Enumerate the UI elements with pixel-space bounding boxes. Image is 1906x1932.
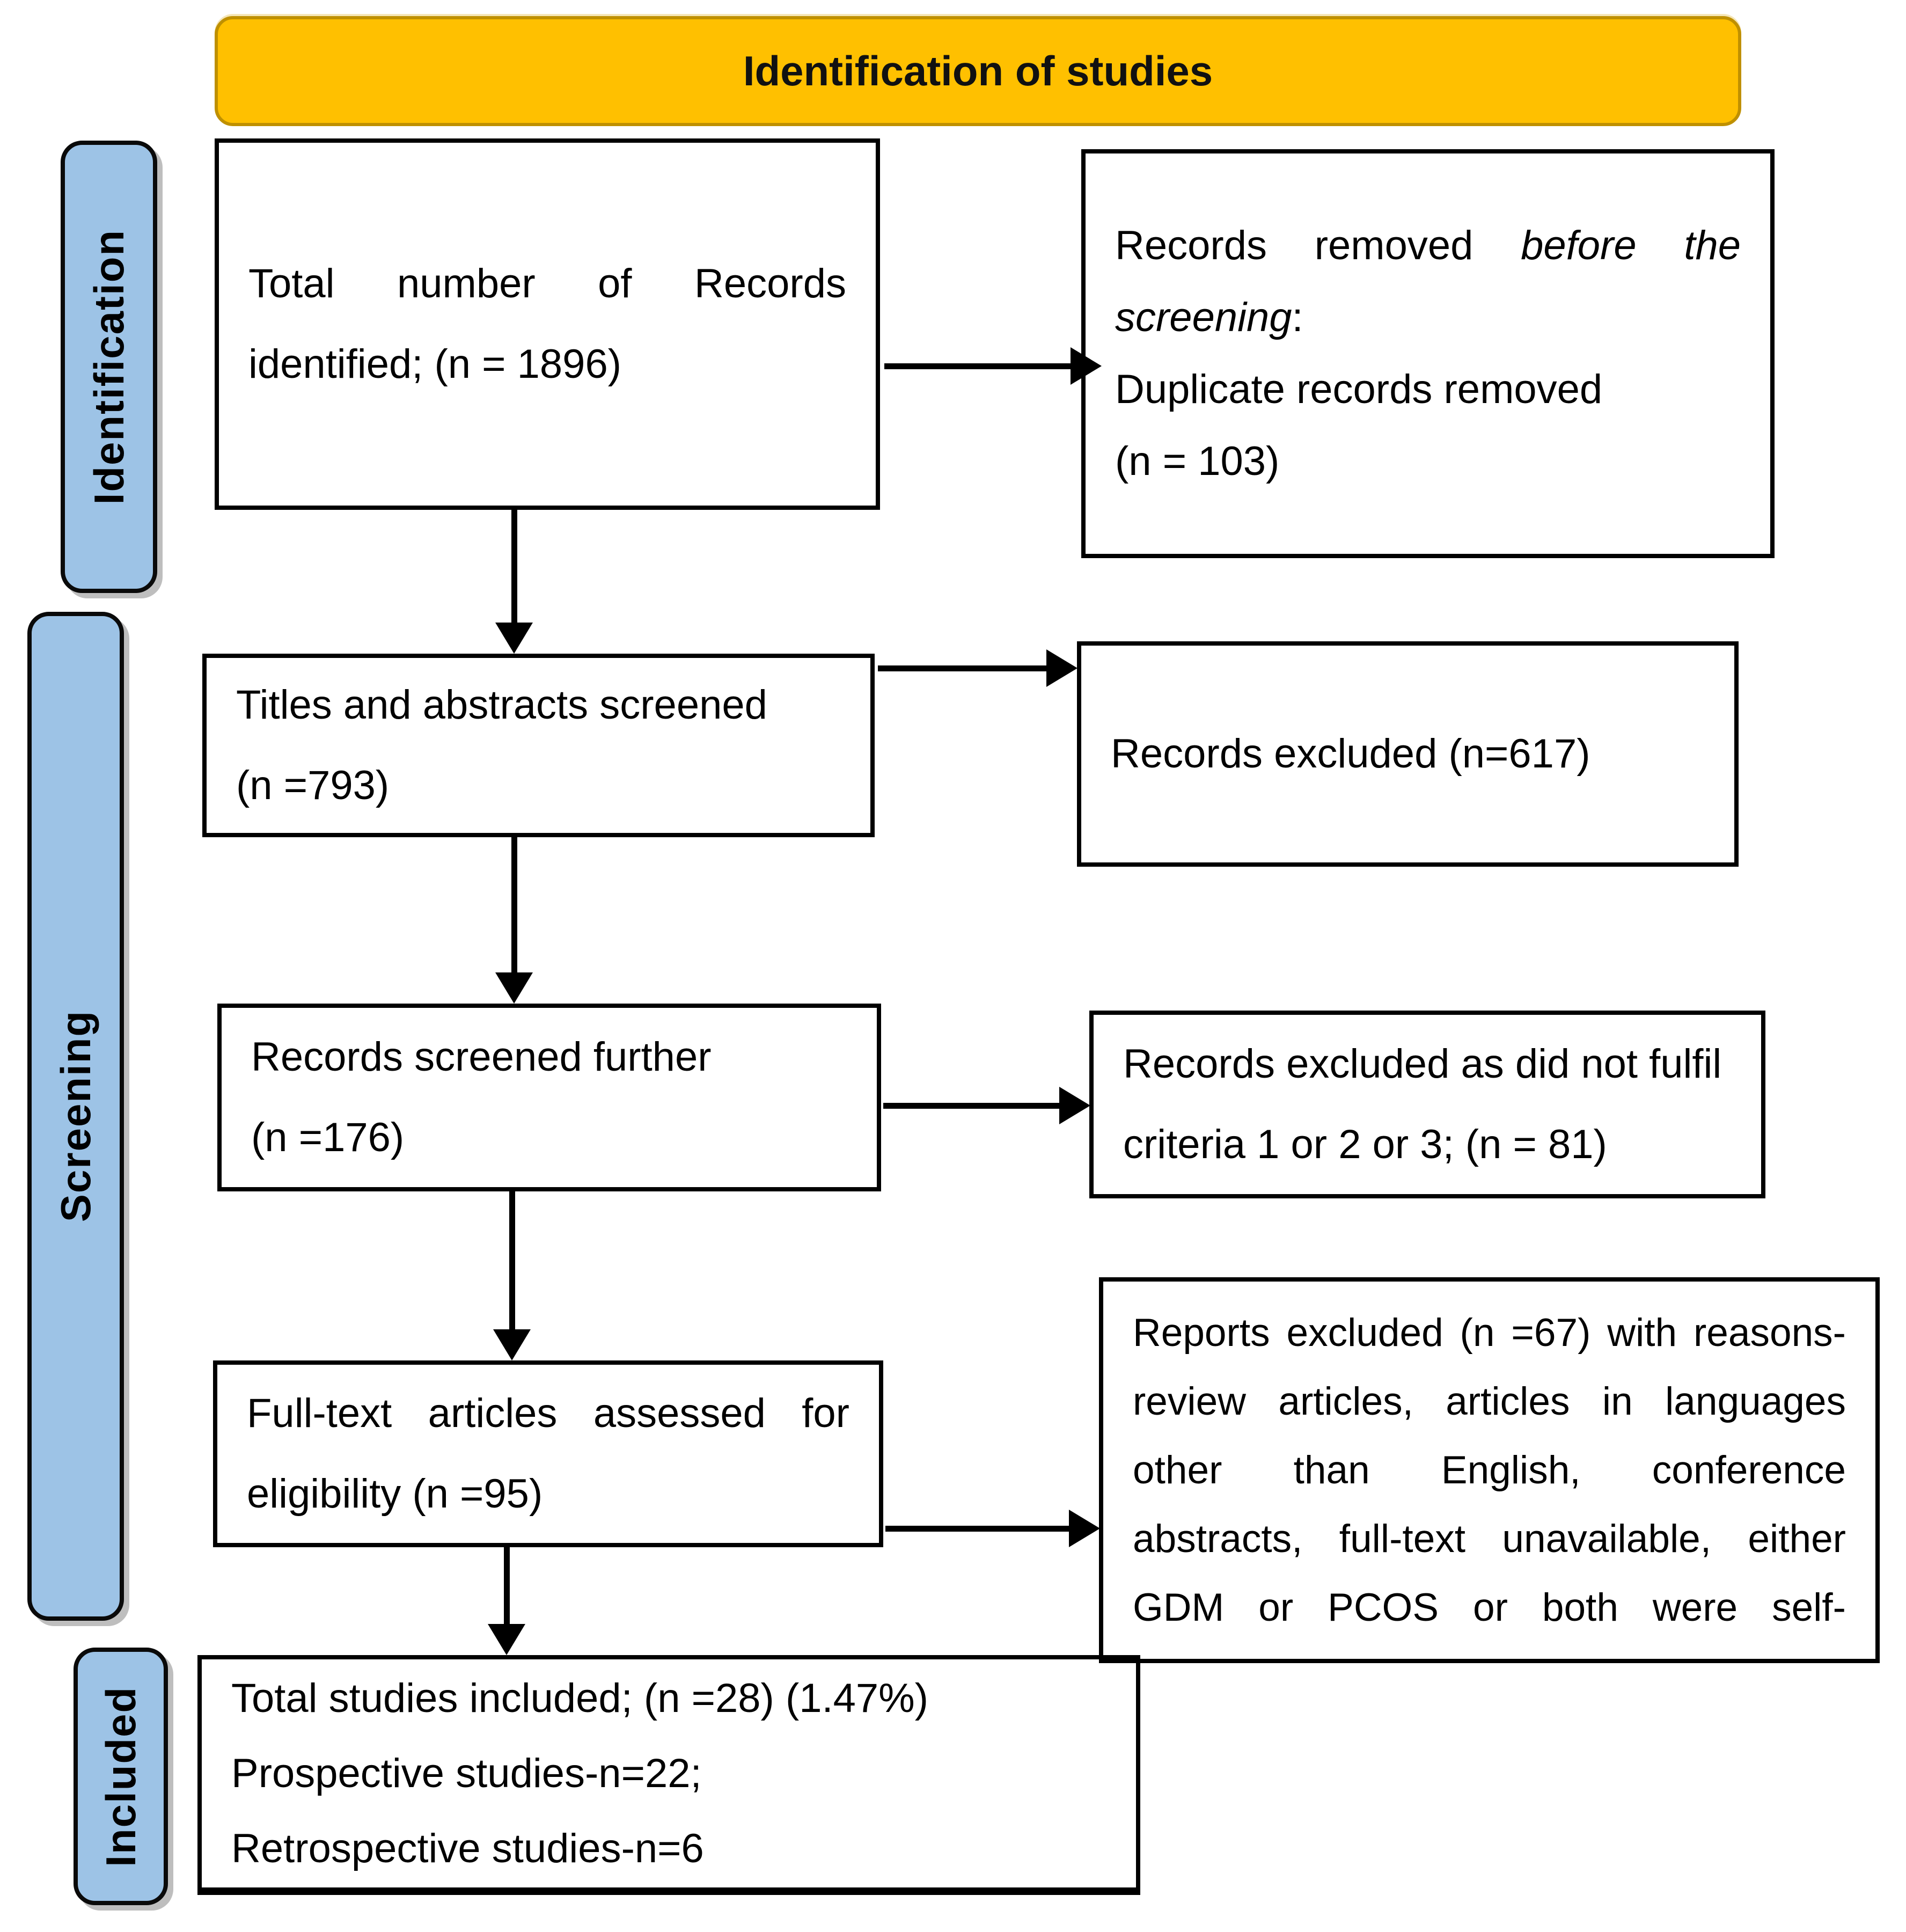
text-line: (n =793) [236, 763, 390, 808]
connector-screened-to-excluded [878, 665, 1046, 671]
text-line: (n =176) [251, 1115, 405, 1160]
box-total-studies-included: Total studies included; (n =28) (1.47%) … [197, 1655, 1140, 1895]
stage-screening-label: Screening [52, 1010, 99, 1223]
text-line: other than English, conference [1133, 1448, 1846, 1492]
box-records-excluded-criteria: Records excluded as did not fulfil crite… [1089, 1011, 1765, 1198]
text-line: Retrospective studies-n=6 [231, 1825, 704, 1871]
connector-identified-down [511, 510, 517, 625]
box-records-excluded: Records excluded (n=617) [1077, 641, 1739, 867]
text-line: (n = 103) [1115, 438, 1280, 484]
arrowhead-right-icon [1046, 649, 1077, 687]
box-titles-abstracts-screened: Titles and abstracts screened (n =793) [202, 654, 875, 837]
box-reports-excluded-reasons: Reports excluded (n =67) with reasons- r… [1099, 1277, 1880, 1663]
connector-identified-to-removed [884, 363, 1071, 369]
text-line: criteria 1 or 2 or 3; (n = 81) [1123, 1122, 1607, 1167]
box-records-identified: Total number of Records identified; (n =… [215, 138, 880, 510]
connector-further-to-criteria [883, 1103, 1059, 1109]
text-line: eligibility (n =95) [247, 1471, 543, 1517]
box-fulltext-assessed: Full-text articles assessed for eligibil… [213, 1360, 883, 1547]
text-line: abstracts, full-text unavailable, either [1133, 1517, 1846, 1561]
arrowhead-down-icon [495, 972, 533, 1004]
text-line: Records excluded as did not fulfil [1123, 1041, 1722, 1087]
stage-identification-label: Identification [85, 229, 133, 505]
text-line: Records removed before the [1115, 210, 1741, 282]
arrowhead-down-icon [493, 1329, 531, 1360]
text-line: GDM or PCOS or both were self- [1133, 1585, 1846, 1629]
connector-screened-down [511, 837, 517, 974]
connector-further-down [509, 1191, 515, 1331]
diagram-title: Identification of studies [743, 47, 1213, 94]
text-line: Prospective studies-n=22; [231, 1750, 702, 1796]
text-line: Records excluded (n=617) [1111, 731, 1590, 777]
text-fragment-italic: before the [1521, 223, 1741, 268]
text-line: review articles, articles in languages [1133, 1379, 1846, 1423]
stage-identification: Identification [61, 141, 157, 593]
arrowhead-right-icon [1071, 347, 1102, 385]
connector-fulltext-to-reports [885, 1526, 1069, 1532]
text-fragment: Records removed [1115, 223, 1521, 268]
text-line: Records screened further [251, 1034, 712, 1080]
text-line: identified; (n = 1896) [248, 341, 622, 387]
box-records-removed-before-screening: Records removed before the screening: Du… [1081, 149, 1775, 558]
connector-fulltext-down [504, 1547, 510, 1625]
stage-screening: Screening [27, 612, 124, 1621]
text-line: Duplicate records removed [1115, 367, 1603, 412]
text-line: Total number of Records [248, 261, 846, 306]
title-banner: Identification of studies [215, 16, 1741, 126]
text-line: Titles and abstracts screened [236, 682, 767, 728]
arrowhead-down-icon [495, 623, 533, 654]
text-line: Total studies included; (n =28) (1.47%) [231, 1675, 929, 1721]
arrowhead-down-icon [488, 1624, 525, 1655]
stage-included: Included [74, 1648, 168, 1905]
text-fragment: : [1292, 295, 1303, 340]
text-line: screening: [1115, 282, 1741, 354]
arrowhead-right-icon [1059, 1087, 1090, 1124]
box-records-screened-further: Records screened further (n =176) [217, 1004, 881, 1191]
stage-included-label: Included [97, 1686, 144, 1867]
text-line: Full-text articles assessed for [247, 1391, 849, 1436]
text-line: Reports excluded (n =67) with reasons- [1133, 1311, 1846, 1355]
arrowhead-right-icon [1069, 1510, 1100, 1547]
text-fragment-italic: screening [1115, 295, 1292, 340]
